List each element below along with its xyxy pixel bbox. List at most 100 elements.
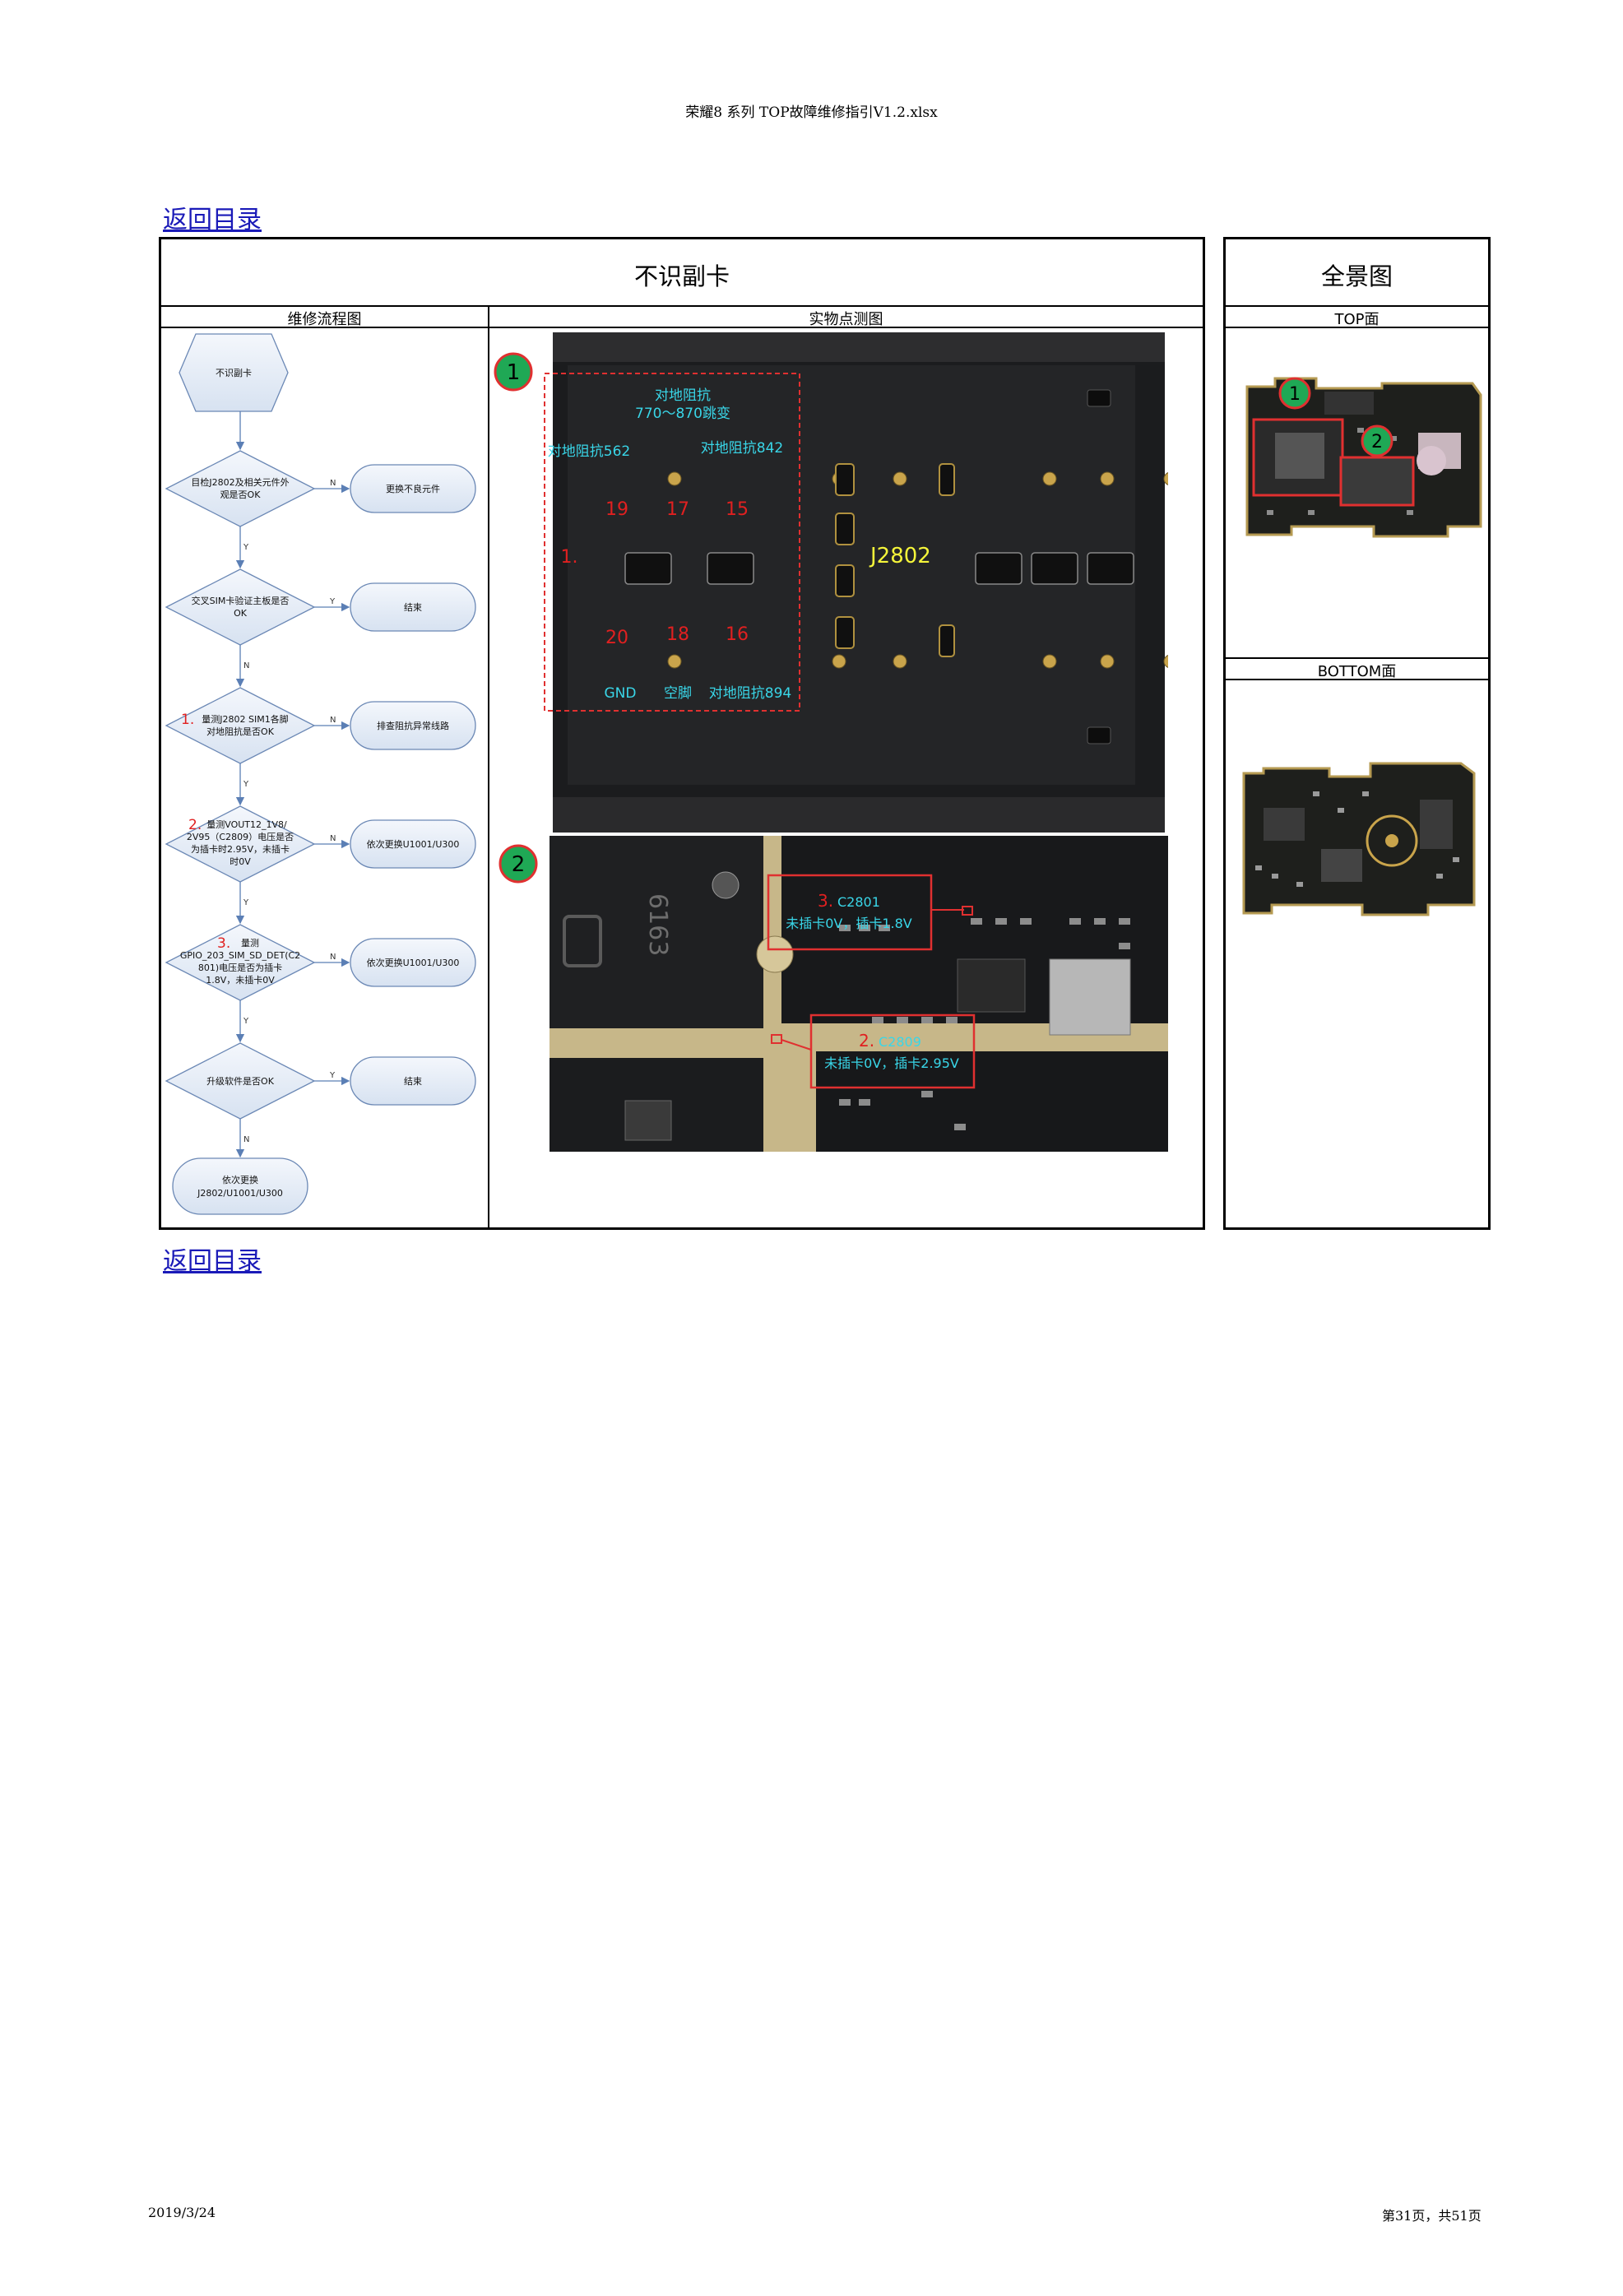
step-number-1: 1. <box>561 547 578 568</box>
flow-d4-line: 量测VOUT12_1V8/ <box>206 819 287 830</box>
impedance-562-label: 对地阻抗562 <box>548 443 630 460</box>
step-number-2: 2. <box>859 1031 874 1051</box>
photo-column-header: 实物点测图 <box>809 311 883 328</box>
photo-sim-connector: 1 对地阻抗 770～870跳变 对地阻抗562 对地阻抗842 GND 空脚 … <box>494 332 1168 833</box>
step-number-1: 1. <box>181 712 194 728</box>
flow-d2-line: 交叉SIM卡验证主板是否 <box>192 595 290 606</box>
impedance-842-label: 对地阻抗842 <box>701 440 783 457</box>
flow-label-yes: Y <box>243 543 249 552</box>
pin-18-label: 18 <box>666 624 689 645</box>
top-side-header: TOP面 <box>1334 311 1380 328</box>
overview-badge-2 <box>1361 424 1393 457</box>
flow-label-yes: Y <box>243 898 249 907</box>
divider <box>1226 657 1488 659</box>
c2809-value: 未插卡0V，插卡2.95V <box>824 1055 959 1071</box>
overview-panel: 全景图 TOP面 BOTTOM面 <box>1223 237 1491 1230</box>
flow-a5-text: 依次更换U1001/U300 <box>367 957 460 968</box>
flow-end-line: 依次更换 <box>222 1174 258 1185</box>
flow-a1-text: 更换不良元件 <box>386 483 440 494</box>
divider <box>161 305 1203 307</box>
pin-16-label: 16 <box>726 624 749 645</box>
c2801-label: C2801 <box>837 894 880 910</box>
flow-label-no: N <box>330 953 336 962</box>
flow-label-no: N <box>330 716 336 725</box>
connector-label-j2802: J2802 <box>869 544 931 568</box>
gnd-label: GND <box>605 685 637 702</box>
flow-a3-text: 排查阻抗异常线路 <box>377 720 449 731</box>
flow-d5-line: 801)电压是否为插卡 <box>198 962 282 973</box>
main-panel-title: 不识副卡 <box>633 262 730 290</box>
footer-page-number: 第31页，共51页 <box>1382 2208 1482 2224</box>
flow-start-node <box>179 333 289 412</box>
flow-label-no: N <box>330 479 336 488</box>
overview-badge-2-label: 2 <box>1371 432 1383 452</box>
photo-board-closeup: 6163 2 3. C2801 未插卡0V，插卡1.8V 2. C2809 未插… <box>498 836 1168 1152</box>
flow-d5-line: 1.8V，未插卡0V <box>206 974 275 986</box>
flow-d5-line: GPIO_203_SIM_SD_DET(C2 <box>180 950 300 961</box>
divider <box>161 327 1203 328</box>
back-to-index-link-top[interactable]: 返回目录 <box>163 206 262 234</box>
flow-action-3 <box>350 701 476 750</box>
c2809-label: C2809 <box>879 1034 921 1050</box>
pcb-silkscreen-label: 6163 <box>643 893 672 956</box>
step-number-3: 3. <box>217 935 230 952</box>
pin-19-label: 19 <box>605 499 628 520</box>
divider <box>1226 327 1488 328</box>
marker-badge-1 <box>494 352 533 392</box>
c2801-value: 未插卡0V，插卡1.8V <box>786 916 912 931</box>
flow-end-line: J2802/U1001/U300 <box>197 1188 283 1199</box>
main-panel: 不识副卡 维修流程图 实物点测图 <box>159 237 1205 1230</box>
flow-action-5 <box>350 938 476 987</box>
flow-a6-text: 结束 <box>404 1076 422 1087</box>
marker-badge-2 <box>498 844 538 884</box>
pin-17-label: 17 <box>666 499 689 520</box>
flow-a2-text: 结束 <box>404 602 422 613</box>
flow-d3-line: 量测J2802 SIM1各脚 <box>202 713 288 725</box>
flow-label-yes: Y <box>243 1017 249 1026</box>
footer-date: 2019/3/24 <box>148 2205 216 2220</box>
overview-badge-1-label: 1 <box>1289 384 1301 405</box>
overview-bottom-board <box>1242 762 1476 916</box>
flow-d3-line: 对地阻抗是否OK <box>206 726 275 737</box>
nc-pin-label: 空脚 <box>664 685 692 702</box>
pin-15-label: 15 <box>726 499 749 520</box>
flow-label-no: N <box>243 1135 249 1144</box>
back-to-index-link-bottom[interactable]: 返回目录 <box>163 1247 262 1276</box>
flow-label-yes: Y <box>329 1071 336 1080</box>
divider <box>1226 679 1488 680</box>
overview-top-board: 1 2 <box>1245 377 1482 538</box>
flow-action-4 <box>350 819 476 869</box>
flow-d1-line: 观是否OK <box>220 489 262 500</box>
pin-20-label: 20 <box>605 628 628 648</box>
flow-end-node <box>172 1157 308 1215</box>
flow-d1-line: 目检J2802及相关元件外 <box>191 476 289 488</box>
flow-label-no: N <box>243 661 249 670</box>
impedance-title: 770～870跳变 <box>635 406 730 422</box>
flow-d4-line: 时0V <box>230 856 251 867</box>
flow-d2-line: OK <box>234 608 248 619</box>
impedance-title: 对地阻抗 <box>655 387 711 404</box>
document-header: 荣耀8 系列 TOP故障维修指引V1.2.xlsx <box>685 104 938 121</box>
marker-badge-2-label: 2 <box>512 852 526 877</box>
step-number-3: 3. <box>818 891 833 911</box>
flow-action-2 <box>350 582 476 632</box>
flow-label-no: N <box>330 834 336 843</box>
flow-start-text: 不识副卡 <box>216 368 252 378</box>
flow-decision-2 <box>165 568 316 646</box>
step-number-2: 2. <box>188 817 202 833</box>
column-divider <box>488 306 489 1227</box>
divider <box>1226 305 1488 307</box>
marker-badge-1-label: 1 <box>507 360 521 385</box>
flow-d6-line: 升级软件是否OK <box>206 1075 275 1087</box>
flow-d4-line: 为插卡时2.95V，未插卡 <box>191 843 290 855</box>
flow-column-header: 维修流程图 <box>287 311 362 328</box>
repair-flowchart: N Y N N N Y Y N Y Y Y N 不识副卡 目检J2802及相关元… <box>165 333 476 1215</box>
flow-decision-1 <box>165 450 316 527</box>
flow-d5-line: 量测 <box>241 938 259 949</box>
flow-action-1 <box>350 464 476 513</box>
bottom-side-header: BOTTOM面 <box>1317 663 1397 680</box>
flow-action-6 <box>350 1056 476 1106</box>
overview-badge-1 <box>1278 377 1311 410</box>
flow-label-yes: Y <box>243 780 249 789</box>
flow-a4-text: 依次更换U1001/U300 <box>367 838 460 850</box>
